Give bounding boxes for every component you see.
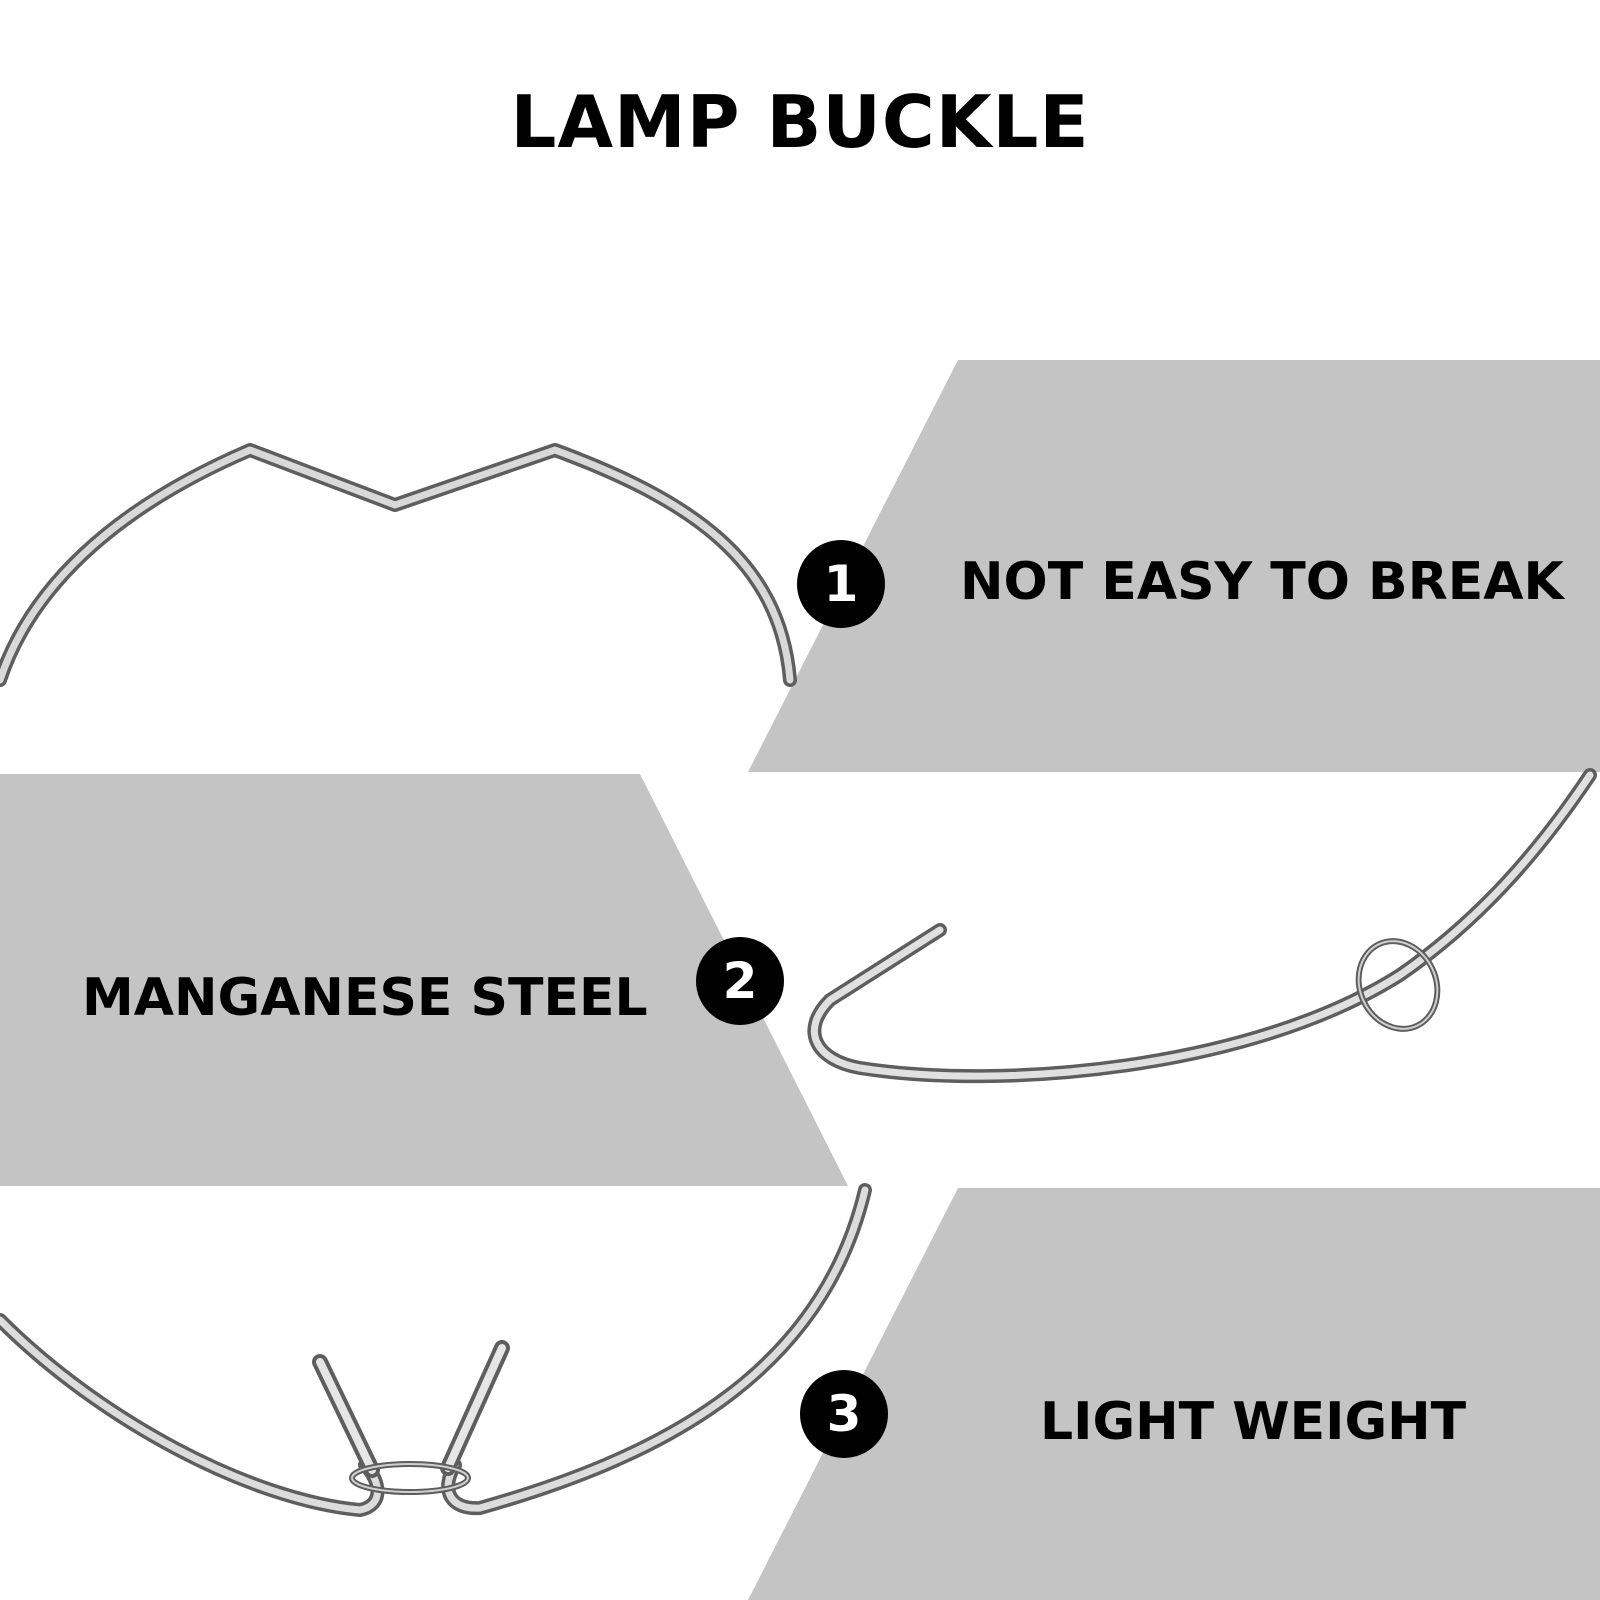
wire-clip-bottom — [0, 1183, 872, 1517]
feature-band-2 — [0, 774, 848, 1186]
feature-band-1 — [748, 360, 1600, 772]
page-title: LAMP BUCKLE — [510, 80, 1090, 164]
feature-badge-2: 2 — [696, 937, 784, 1025]
feature-label-1: NOT EASY TO BREAK — [960, 552, 1564, 612]
feature-band-3 — [748, 1188, 1600, 1600]
feature-label-3: LIGHT WEIGHT — [1040, 1392, 1467, 1452]
feature-label-2: MANGANESE STEEL — [82, 968, 648, 1028]
feature-badge-3: 3 — [800, 1370, 888, 1458]
wire-clip-middle — [807, 768, 1597, 1084]
wire-clip-top — [0, 443, 797, 687]
feature-badge-1: 1 — [797, 540, 885, 628]
